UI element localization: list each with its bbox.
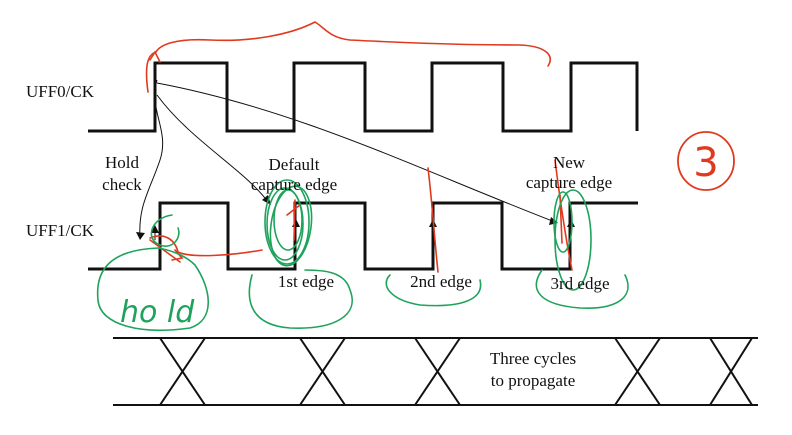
default-capture-label-line2: capture edge (251, 175, 337, 194)
new-capture-label-line1: New (553, 153, 586, 172)
hold-check-label-line1: Hold (105, 153, 140, 172)
propagate-label-line1: Three cycles (490, 349, 576, 368)
launch-clock-label: UFF0/CK (26, 82, 95, 101)
new-capture-label-line2: capture edge (526, 173, 612, 192)
propagate-label-line2: to propagate (491, 371, 576, 390)
capture-clock-waveform (88, 201, 638, 271)
data-bus (113, 337, 758, 406)
third-edge-label: 3rd edge (550, 274, 609, 293)
hold-check-label-line2: check (102, 175, 142, 194)
capture-clock-label: UFF1/CK (26, 221, 95, 240)
path-arrows (139, 79, 572, 240)
green-annotations (96, 179, 629, 331)
launch-clock-waveform (88, 61, 639, 133)
red-annotations (145, 21, 735, 273)
circled-number: 3 (693, 140, 718, 186)
default-capture-label-line1: Default (269, 155, 320, 174)
second-edge-label: 2nd edge (410, 272, 472, 291)
hold-note: ho ld (120, 295, 195, 330)
first-edge-label: 1st edge (278, 272, 334, 291)
